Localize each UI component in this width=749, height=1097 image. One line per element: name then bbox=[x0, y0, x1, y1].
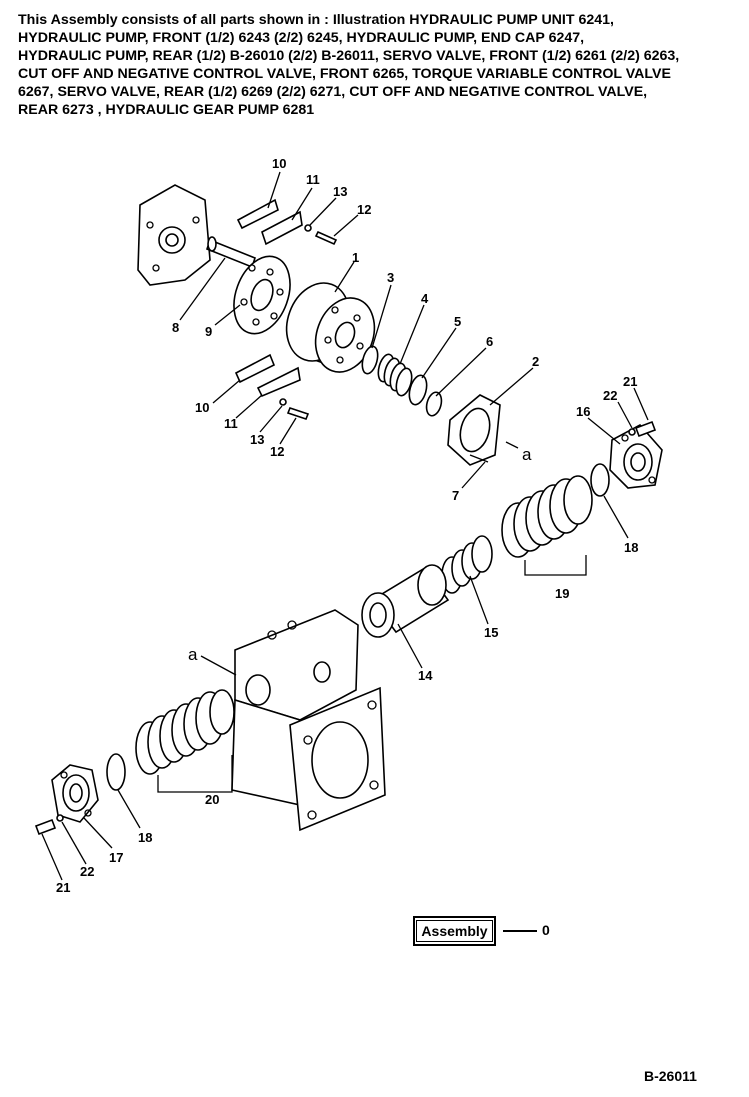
callout-10: 10 bbox=[272, 156, 286, 171]
part-springs-left bbox=[135, 689, 235, 793]
part-cover-left bbox=[51, 764, 99, 823]
part-cover-right bbox=[609, 423, 663, 489]
part-bolt-left bbox=[34, 814, 64, 836]
part-cylinder-block bbox=[285, 282, 376, 373]
assembly-number: 0 bbox=[542, 922, 550, 938]
header-line: 6267, SERVO VALVE, REAR (1/2) 6269 (2/2)… bbox=[18, 84, 648, 100]
header-line: REAR 6273 , HYDRAULIC GEAR PUMP 6281 bbox=[18, 102, 315, 118]
callout-22: 22 bbox=[603, 388, 617, 403]
header-text: This Assembly consists of all parts show… bbox=[18, 11, 733, 119]
callout-a: a bbox=[188, 645, 198, 664]
callout-22: 22 bbox=[80, 864, 94, 879]
callout-7: 7 bbox=[452, 488, 459, 503]
part-end-plate bbox=[447, 394, 501, 466]
callout-21: 21 bbox=[56, 880, 70, 895]
part-rings-spring bbox=[361, 345, 443, 417]
header-line: CUT OFF AND NEGATIVE CONTROL VALVE, FRON… bbox=[18, 66, 671, 82]
callout-12: 12 bbox=[357, 202, 371, 217]
assembly-label: Assembly bbox=[416, 920, 493, 942]
callout-labels: 10 11 13 12 1 8 9 3 4 5 6 2 10 11 13 12 … bbox=[56, 156, 638, 895]
part-valve-plate bbox=[233, 255, 291, 335]
leader-lines bbox=[41, 171, 649, 881]
callout-10: 10 bbox=[195, 400, 209, 415]
part-shaft bbox=[206, 236, 256, 269]
header-line: HYDRAULIC PUMP, REAR (1/2) B-26010 (2/2)… bbox=[18, 48, 680, 64]
part-spring-center bbox=[441, 535, 493, 594]
callout-1: 1 bbox=[352, 250, 359, 265]
assembly-leader-line bbox=[503, 930, 537, 932]
part-retainer-upper bbox=[236, 198, 338, 246]
callout-3: 3 bbox=[387, 270, 394, 285]
callout-6: 6 bbox=[486, 334, 493, 349]
callout-13: 13 bbox=[250, 432, 264, 447]
part-oring-right bbox=[590, 463, 610, 497]
part-retainer-lower bbox=[234, 353, 310, 420]
part-main-housing bbox=[231, 609, 386, 832]
part-sleeve bbox=[361, 564, 450, 638]
callout-16: 16 bbox=[576, 404, 590, 419]
callout-5: 5 bbox=[454, 314, 461, 329]
callout-18: 18 bbox=[624, 540, 638, 555]
drawing-number: B-26011 bbox=[644, 1068, 697, 1084]
callout-14: 14 bbox=[418, 668, 433, 683]
callout-9: 9 bbox=[205, 324, 212, 339]
header-line: This Assembly consists of all parts show… bbox=[18, 12, 614, 28]
callout-a: a bbox=[522, 445, 532, 464]
callout-18: 18 bbox=[138, 830, 152, 845]
valve-block bbox=[137, 184, 211, 286]
callout-15: 15 bbox=[484, 625, 498, 640]
callout-21: 21 bbox=[623, 374, 637, 389]
callout-4: 4 bbox=[421, 291, 429, 306]
callout-20: 20 bbox=[205, 792, 219, 807]
callout-13: 13 bbox=[333, 184, 347, 199]
header-line: HYDRAULIC PUMP, FRONT (1/2) 6243 (2/2) 6… bbox=[18, 30, 585, 46]
callout-8: 8 bbox=[172, 320, 179, 335]
callout-19: 19 bbox=[555, 586, 569, 601]
part-oring-left bbox=[106, 753, 126, 791]
callout-11: 11 bbox=[306, 172, 320, 187]
callout-11: 11 bbox=[224, 416, 238, 431]
part-bolt-right bbox=[628, 420, 657, 438]
callout-2: 2 bbox=[532, 354, 539, 369]
callout-12: 12 bbox=[270, 444, 284, 459]
callout-17: 17 bbox=[109, 850, 123, 865]
assembly-label-box: Assembly bbox=[413, 916, 496, 946]
part-springs-right bbox=[501, 475, 593, 576]
